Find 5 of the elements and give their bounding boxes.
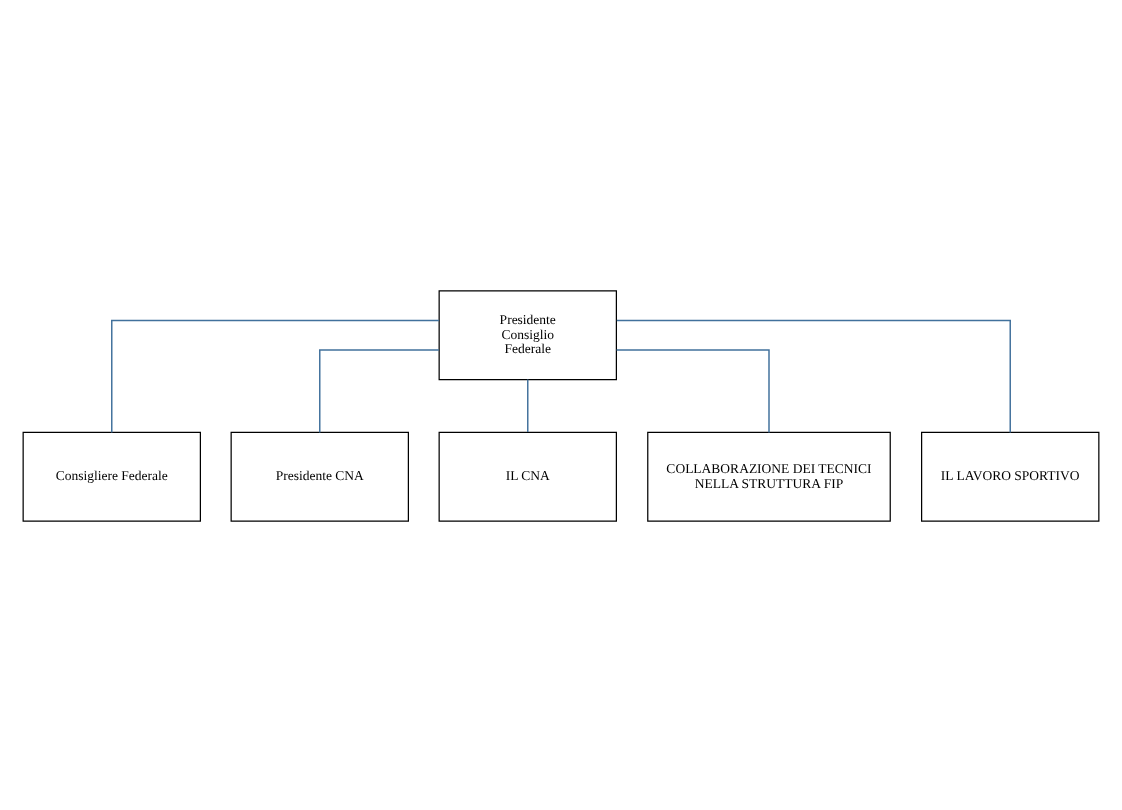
connector	[527, 377, 529, 432]
connector	[319, 348, 440, 433]
connector	[616, 318, 1011, 433]
connector	[111, 318, 440, 433]
connector	[615, 348, 770, 433]
